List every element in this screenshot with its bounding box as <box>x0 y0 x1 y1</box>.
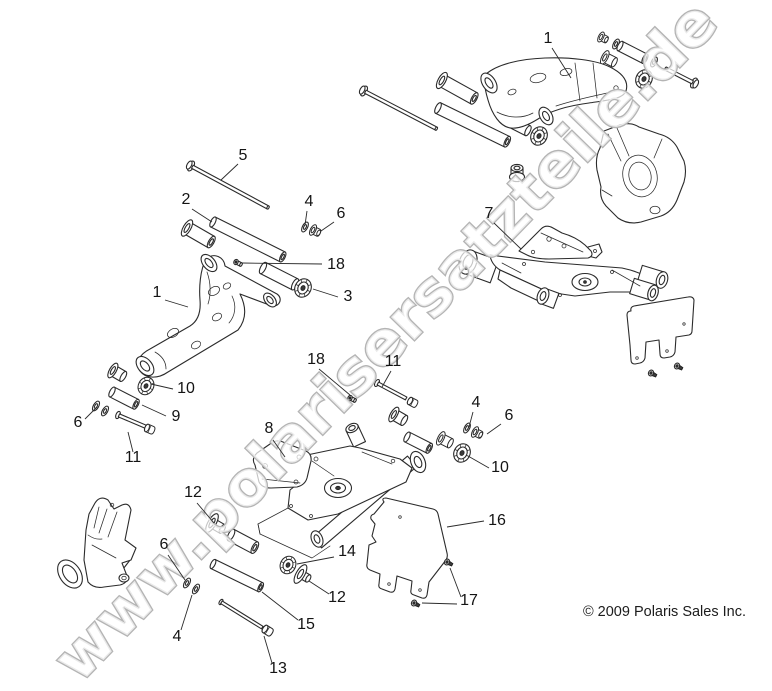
guard-plate-right <box>626 296 695 380</box>
upper-control-arm-right <box>480 57 628 129</box>
callout-6-mid: 6 <box>505 407 514 424</box>
callout-11-left: 11 <box>125 449 142 466</box>
callout-5: 5 <box>239 147 248 164</box>
callout-6-left: 6 <box>74 414 83 431</box>
callout-8: 8 <box>265 420 274 437</box>
callout-12-lower: 12 <box>328 589 346 606</box>
callout-4-mid: 4 <box>472 394 481 411</box>
lower-control-arm-center-hardware <box>346 378 486 466</box>
callout-3: 3 <box>344 288 353 305</box>
bearing-carrier-left <box>57 497 137 589</box>
upper-arm-left-lower-hardware <box>90 361 158 436</box>
callout-15: 15 <box>297 616 315 633</box>
callout-leader-lines <box>84 47 572 664</box>
callout-6-top: 6 <box>337 205 346 222</box>
callout-7: 7 <box>485 205 494 222</box>
callout-13: 13 <box>269 660 287 677</box>
copyright-notice: © 2009 Polaris Sales Inc. <box>583 604 746 620</box>
flange-nut <box>508 163 526 183</box>
callout-1-upper-arm-left: 1 <box>153 284 162 301</box>
upper-control-arm-left-hardware <box>180 160 324 301</box>
callout-6-bottom: 6 <box>160 536 169 553</box>
lower-control-arm-center <box>252 422 427 559</box>
callout-10-left: 10 <box>177 380 195 397</box>
callout-4-top: 4 <box>305 193 314 210</box>
callout-9-left: 9 <box>172 408 181 425</box>
parts-artwork <box>57 30 700 638</box>
lower-control-arm-right <box>458 225 669 309</box>
callout-11-mid: 11 <box>385 353 402 370</box>
callout-labels: 1 5 2 4 6 18 1 3 7 18 11 10 9 6 11 8 4 6… <box>74 30 553 677</box>
callout-14: 14 <box>338 543 356 560</box>
callout-12-upper: 12 <box>184 484 202 501</box>
upper-control-arm-right-hardware <box>358 30 700 183</box>
callout-17: 17 <box>460 592 478 609</box>
guard-plate-bottom <box>366 497 455 610</box>
callout-1-upper-arm-right: 1 <box>544 30 553 47</box>
upper-control-arm-left <box>135 253 281 378</box>
callout-18-mid: 18 <box>307 351 325 368</box>
callout-2: 2 <box>182 191 191 208</box>
callout-10-mid: 10 <box>491 459 509 476</box>
lower-arm-center-left-hardware <box>181 513 312 638</box>
callout-16: 16 <box>488 512 506 529</box>
callout-18-right: 18 <box>327 256 345 273</box>
callout-4-bottom: 4 <box>173 628 182 645</box>
